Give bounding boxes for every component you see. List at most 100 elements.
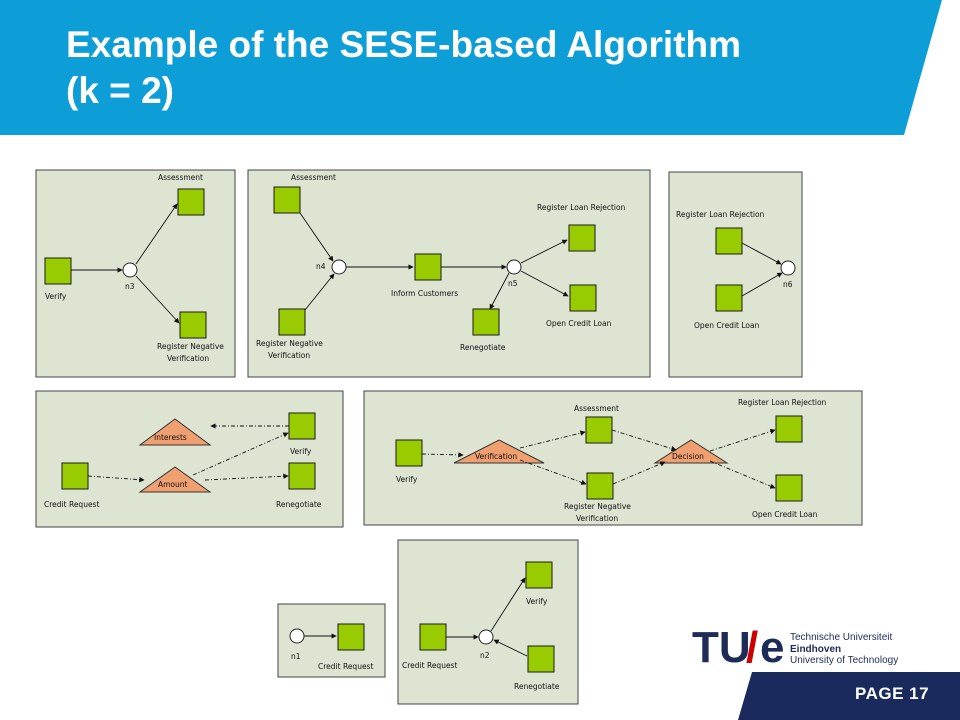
label-renegotiate: Renegotiate — [514, 682, 560, 691]
triangle-amount — [138, 466, 212, 493]
label-register-negative: Register Negative — [157, 342, 224, 351]
task-register-loan-rejection — [568, 224, 596, 252]
slide-title: Example of the SESE-based Algorithm (k = … — [66, 22, 886, 114]
edge — [709, 428, 776, 452]
label-register-loan-rejection: Register Loan Rejection — [738, 398, 827, 407]
label-inform-customers: Inform Customers — [391, 289, 458, 298]
label-n5: n5 — [508, 279, 518, 288]
page-number-value: 17 — [909, 684, 930, 703]
edge — [519, 430, 586, 449]
place-n1 — [289, 628, 305, 644]
label-assessment: Assessment — [291, 173, 336, 182]
edge — [709, 460, 776, 489]
edge — [520, 270, 569, 297]
tue-logo-text: Technische Universiteit Eindhoven Univer… — [790, 632, 898, 667]
logo-line-2: Eindhoven — [790, 643, 842, 655]
edge — [612, 461, 666, 485]
label-register-loan-rejection: Register Loan Rejection — [537, 203, 626, 212]
task-register-loan-rejection — [715, 227, 743, 255]
diagram-panel-7: Verify Credit Request n2 Renegotiate — [397, 539, 579, 705]
label-verify: Verify — [396, 475, 418, 484]
label-register-negative: Register Negative — [256, 339, 323, 348]
label-verify: Verify — [290, 447, 312, 456]
task-open-credit-loan — [569, 284, 597, 312]
edge — [489, 272, 510, 310]
slide-title-line-2: (k = 2) — [66, 70, 174, 111]
label-verify: Verify — [526, 597, 548, 606]
edge — [87, 475, 145, 483]
logo-e-letter: e — [760, 623, 784, 670]
tue-logo-mark: TU / e — [692, 623, 784, 670]
task-open-credit-loan — [715, 284, 743, 312]
diagram-panel-1: Assessment Verify n3 Register Negative V… — [35, 169, 236, 378]
task-inform-customers — [414, 253, 442, 281]
diagram-panel-5: Verify Verification Assessment Decision … — [363, 390, 863, 526]
label-verification: Verification — [167, 354, 209, 363]
place-n5 — [506, 259, 522, 275]
edge — [135, 275, 180, 324]
triangle-verification — [453, 439, 545, 464]
task-register-negative-verification — [179, 311, 207, 339]
label-credit-request: Credit Request — [402, 661, 457, 670]
edge — [741, 272, 783, 297]
label-n2: n2 — [480, 651, 490, 660]
diagram-panel-3: Register Loan Rejection Open Credit Loan… — [668, 171, 803, 378]
label-credit-request: Credit Request — [44, 500, 99, 509]
edge — [304, 273, 335, 311]
page-number: PAGE 17 — [855, 684, 929, 704]
task-register-negative-verification — [586, 472, 614, 500]
triangle-interests — [138, 418, 212, 446]
label-renegotiate: Renegotiate — [460, 343, 506, 352]
label-interests: Interests — [154, 433, 187, 442]
task-open-credit-loan — [775, 474, 803, 502]
place-n3 — [122, 262, 138, 278]
panel-background — [668, 171, 803, 378]
task-renegotiate — [288, 462, 316, 490]
task-register-loan-rejection — [775, 415, 803, 443]
task-verify — [44, 257, 72, 285]
task-renegotiate — [527, 645, 555, 673]
panel-background — [363, 390, 863, 526]
label-verification: Verification — [268, 351, 310, 360]
task-verify — [288, 412, 316, 440]
label-verify: Verify — [45, 292, 67, 301]
label-open-credit-loan: Open Credit Loan — [694, 321, 760, 330]
logo-line-1: Technische Universiteit — [790, 632, 893, 643]
label-n1: n1 — [291, 652, 301, 661]
label-amount: Amount — [158, 480, 188, 489]
task-assessment — [273, 186, 301, 214]
place-n4 — [331, 259, 347, 275]
place-n6 — [780, 260, 796, 276]
label-register-loan-rejection: Register Loan Rejection — [676, 210, 765, 219]
panel-background — [247, 169, 651, 378]
edge — [204, 473, 289, 481]
edge — [135, 203, 178, 265]
label-register-negative: Register Negative — [564, 502, 631, 511]
task-register-negative-verification — [278, 308, 306, 336]
task-renegotiate — [472, 308, 500, 336]
logo-line-3: University of Technology — [790, 655, 899, 666]
task-credit-request — [419, 623, 447, 651]
diagram-panel-6: n1 Credit Request — [277, 603, 386, 678]
edge — [421, 452, 464, 458]
place-n2 — [478, 629, 494, 645]
header-banner — [0, 0, 942, 135]
label-assessment: Assessment — [158, 173, 203, 182]
diagram-panel-4: Interests Amount Verify Credit Request R… — [35, 390, 344, 528]
slide-title-line-1: Example of the SESE-based Algorithm — [66, 24, 742, 65]
edge — [520, 239, 568, 264]
label-verification: Verification — [576, 514, 618, 523]
label-assessment: Assessment — [574, 404, 619, 413]
diagram-panel-2: Assessment n4 Inform Customers n5 Regist… — [247, 169, 651, 378]
label-n4: n4 — [316, 262, 326, 271]
header-band — [0, 0, 942, 135]
logo-slash: / — [746, 623, 758, 670]
edge — [490, 577, 526, 632]
task-credit-request — [337, 623, 365, 651]
label-decision: Decision — [672, 452, 704, 461]
label-n3: n3 — [125, 282, 135, 291]
page-label: PAGE — [855, 684, 904, 703]
edge — [192, 432, 289, 476]
task-credit-request — [61, 462, 89, 490]
edge — [611, 429, 677, 452]
